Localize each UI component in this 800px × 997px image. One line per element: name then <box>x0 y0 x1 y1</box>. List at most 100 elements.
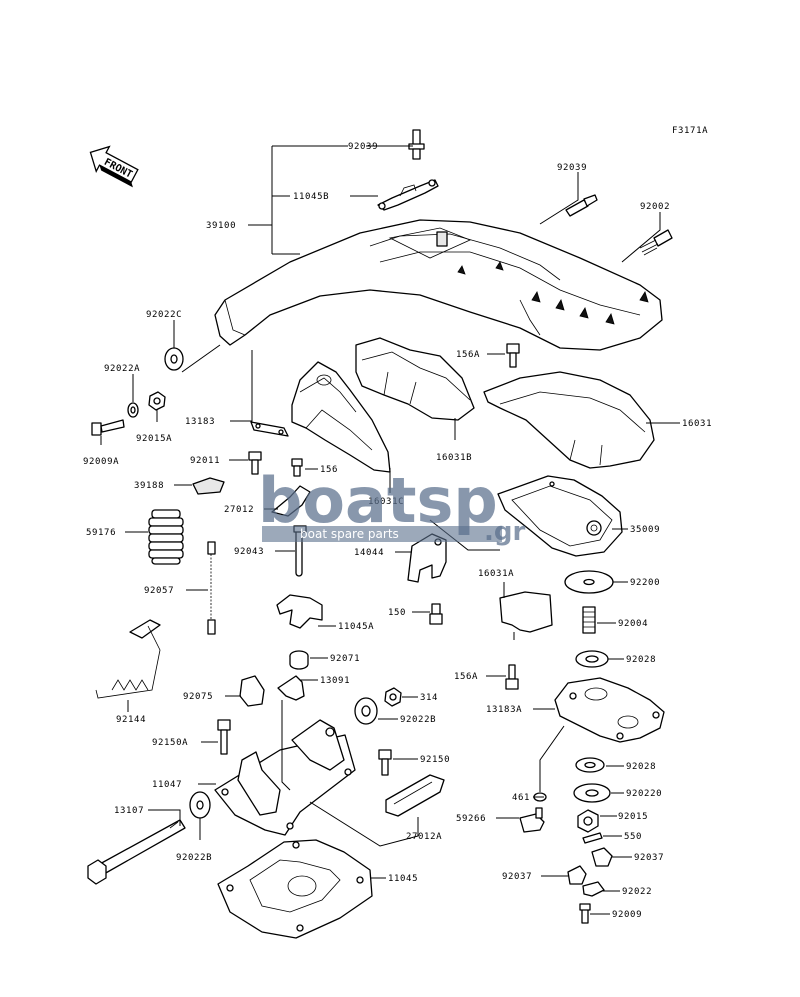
part-16031B-pad <box>355 337 475 421</box>
part-92200-washer <box>564 570 614 594</box>
label-156A-bottom: 156A <box>454 672 478 682</box>
label-92009: 92009 <box>612 910 642 920</box>
part-11045B-bracket <box>377 179 439 211</box>
part-92022-washer <box>582 881 605 897</box>
part-59176-boot <box>148 509 184 565</box>
label-92071: 92071 <box>330 654 360 664</box>
label-92022C: 92022C <box>146 310 182 320</box>
part-27012-clamp <box>271 485 311 517</box>
part-13107-shaft <box>87 819 186 885</box>
label-13183: 13183 <box>185 417 215 427</box>
part-92022B-washer-bottom <box>189 791 211 819</box>
part-11047-bracket <box>214 719 356 836</box>
label-92057: 92057 <box>144 586 174 596</box>
part-92009A-bolt <box>91 419 125 436</box>
part-92022A-washer <box>127 402 139 418</box>
label-92028-top: 92028 <box>626 655 656 665</box>
label-92011: 92011 <box>190 456 220 466</box>
label-92004: 92004 <box>618 619 648 629</box>
part-92071-collar <box>289 650 309 670</box>
part-92057-cable <box>207 541 216 635</box>
label-92022A: 92022A <box>104 364 140 374</box>
part-314-nut <box>384 687 402 707</box>
part-156-bolt <box>291 458 303 477</box>
part-92150-bolt <box>378 749 392 776</box>
label-314: 314 <box>420 693 438 703</box>
label-92009A: 92009A <box>83 457 119 467</box>
label-16031: 16031 <box>682 419 712 429</box>
watermark-logo: boatsp .gr boat spare parts <box>258 464 525 547</box>
part-92022C-washer <box>164 347 184 371</box>
part-92028-washer-mid <box>575 757 605 773</box>
label-92028-mid: 92028 <box>626 762 656 772</box>
label-16031A: 16031A <box>478 569 514 579</box>
part-92039-pin-top <box>408 129 425 160</box>
label-92015: 92015 <box>618 812 648 822</box>
label-92150A: 92150A <box>152 738 188 748</box>
label-11045B: 11045B <box>293 192 329 202</box>
part-13183-plate <box>250 421 289 437</box>
watermark-brand: boatsp <box>258 464 498 537</box>
label-550: 550 <box>624 832 642 842</box>
part-92015-nut <box>577 809 599 833</box>
label-92200: 92200 <box>630 578 660 588</box>
label-16031C: 16031C <box>368 497 404 507</box>
label-156: 156 <box>320 465 338 475</box>
part-92002-bolt <box>639 229 673 256</box>
part-92022B-washer <box>354 697 378 725</box>
label-27012A: 27012A <box>406 832 442 842</box>
part-16031C-pad <box>291 361 391 473</box>
label-59176: 59176 <box>86 528 116 538</box>
part-16031A-pad <box>499 591 553 633</box>
part-920220-washer <box>573 783 611 803</box>
part-156A-bolt-bottom <box>505 664 519 690</box>
label-35009: 35009 <box>630 525 660 535</box>
part-92028-washer-top <box>575 650 609 668</box>
watermark-tagline: boat spare parts <box>300 527 399 541</box>
part-11045-plate <box>217 839 373 939</box>
label-14044: 14044 <box>354 548 384 558</box>
label-92144: 92144 <box>116 715 146 725</box>
part-150-bolt <box>429 603 443 625</box>
label-92150: 92150 <box>420 755 450 765</box>
diagram-id: F3171A <box>672 126 708 136</box>
part-92037-clamp-left <box>567 865 587 885</box>
label-59266: 59266 <box>456 814 486 824</box>
part-59266-fitting <box>519 807 545 833</box>
part-550-pin <box>582 832 603 844</box>
label-13183A: 13183A <box>486 705 522 715</box>
part-35009-bracket <box>497 475 623 557</box>
label-39188: 39188 <box>134 481 164 491</box>
label-92043: 92043 <box>234 547 264 557</box>
part-92075-stop <box>239 675 265 707</box>
label-92002: 92002 <box>640 202 670 212</box>
part-92009-bolt <box>579 903 591 924</box>
label-39100: 39100 <box>206 221 236 231</box>
label-16031B: 16031B <box>436 453 472 463</box>
label-11045A: 11045A <box>338 622 374 632</box>
label-92039-right: 92039 <box>557 163 587 173</box>
part-14044-bracket <box>407 533 447 583</box>
part-labels: 92039 11045B 39100 92039 92002 92022C 92… <box>83 142 712 920</box>
front-arrow-icon: FRONT <box>89 145 139 188</box>
label-92037-right: 92037 <box>634 853 664 863</box>
label-150: 150 <box>388 608 406 618</box>
part-92011-bolt <box>248 451 262 475</box>
label-92075: 92075 <box>183 692 213 702</box>
label-461: 461 <box>512 793 530 803</box>
label-920220: 920220 <box>626 789 662 799</box>
part-92150A-bolt <box>217 719 231 755</box>
label-13107: 13107 <box>114 806 144 816</box>
label-27012: 27012 <box>224 505 254 515</box>
label-92022: 92022 <box>622 887 652 897</box>
part-92004-stud <box>582 606 596 634</box>
label-92022B: 92022B <box>400 715 436 725</box>
part-39188-pad <box>192 477 225 495</box>
label-92037-left: 92037 <box>502 872 532 882</box>
part-11045A-bracket <box>276 594 323 629</box>
watermark-suffix: .gr <box>484 517 525 547</box>
label-156A-top: 156A <box>456 350 480 360</box>
label-11047: 11047 <box>152 780 182 790</box>
label-13091: 13091 <box>320 676 350 686</box>
